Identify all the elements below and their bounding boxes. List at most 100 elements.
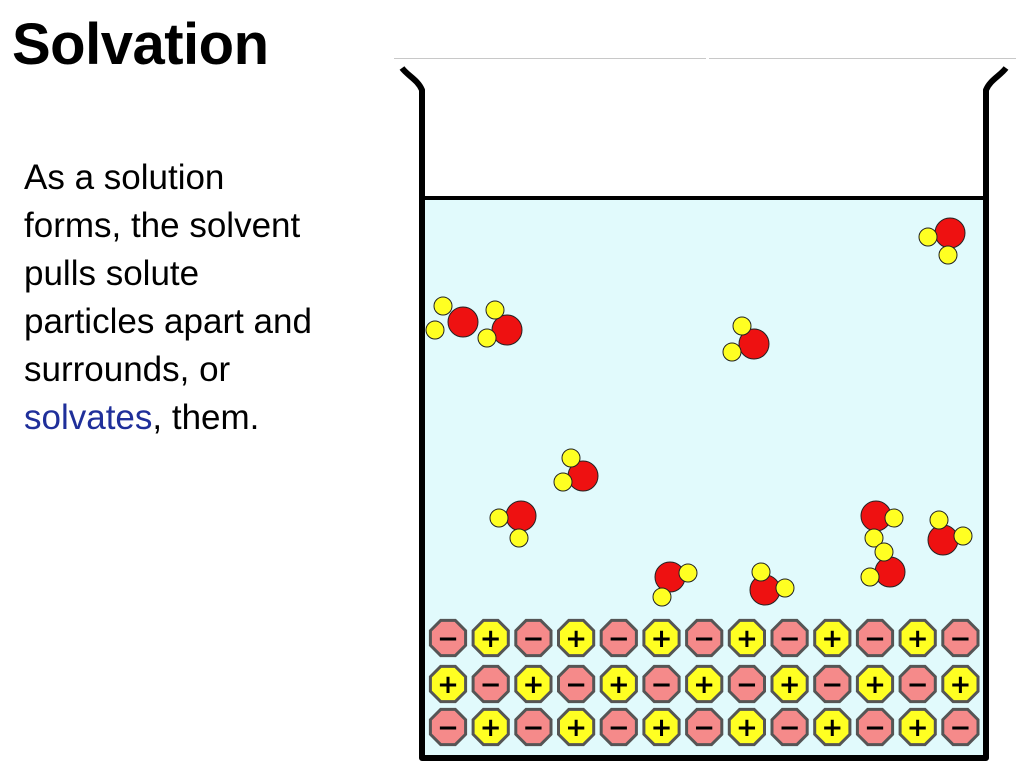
positive-ion: + xyxy=(898,707,937,747)
ion-body xyxy=(770,664,809,704)
hydrogen-atom xyxy=(775,578,795,598)
plus-sign-icon: + xyxy=(821,624,843,654)
ion-body xyxy=(557,664,596,704)
water-molecule xyxy=(553,448,599,492)
body-text-end: , them. xyxy=(152,398,260,437)
plus-sign-icon: + xyxy=(437,670,459,700)
water-molecule xyxy=(425,296,479,340)
positive-ion: + xyxy=(599,664,638,704)
minus-sign-icon: − xyxy=(565,670,587,700)
ion-body xyxy=(428,664,468,704)
water-molecule xyxy=(860,542,906,588)
ion-body xyxy=(941,664,980,704)
water-molecule xyxy=(477,300,523,348)
positive-ion: + xyxy=(428,664,468,704)
ion-body xyxy=(428,618,468,658)
water-molecules xyxy=(425,217,973,607)
negative-ion: − xyxy=(642,664,681,704)
ion-body xyxy=(514,618,553,658)
hydrogen-atom xyxy=(425,320,445,340)
negative-ion: − xyxy=(770,707,809,747)
plus-sign-icon: + xyxy=(480,624,502,654)
plus-sign-icon: + xyxy=(736,713,758,743)
hydrogen-atom xyxy=(860,567,880,587)
oxygen-atom xyxy=(874,556,906,588)
ion-body xyxy=(855,707,895,747)
ion-body xyxy=(599,707,638,747)
positive-ion: + xyxy=(855,664,895,704)
minus-sign-icon: − xyxy=(608,624,630,654)
minus-sign-icon: − xyxy=(950,624,972,654)
slide-title: Solvation xyxy=(12,12,269,77)
minus-sign-icon: − xyxy=(651,670,673,700)
solvates-term: solvates xyxy=(24,398,153,437)
ion-body xyxy=(557,618,596,658)
minus-sign-icon: − xyxy=(864,624,886,654)
hydrogen-atom xyxy=(489,508,509,528)
plus-sign-icon: + xyxy=(693,670,715,700)
plus-sign-icon: + xyxy=(907,713,929,743)
ion-body xyxy=(685,664,724,704)
oxygen-atom xyxy=(934,217,966,249)
hydrogen-atom xyxy=(732,316,752,336)
ion-body xyxy=(770,618,809,658)
ion-body xyxy=(685,707,724,747)
oxygen-atom xyxy=(447,306,479,338)
minus-sign-icon: − xyxy=(608,713,630,743)
negative-ion: − xyxy=(941,618,980,658)
ion-body xyxy=(471,664,510,704)
ion-body xyxy=(727,707,766,747)
ion-body xyxy=(557,707,596,747)
ion-body xyxy=(514,707,553,747)
ion-body xyxy=(514,664,553,704)
water-molecule xyxy=(722,316,770,362)
negative-ion: − xyxy=(813,664,852,704)
negative-ion: − xyxy=(514,707,553,747)
hydrogen-atom xyxy=(433,296,453,316)
minus-sign-icon: − xyxy=(523,713,545,743)
oxygen-atom xyxy=(491,314,523,346)
water-molecule xyxy=(918,217,966,265)
ion-body xyxy=(428,707,468,747)
slide-body-text: As a solution forms, the solvent pulls s… xyxy=(24,154,324,442)
negative-ion: − xyxy=(471,664,510,704)
positive-ion: + xyxy=(642,707,681,747)
hydrogen-atom xyxy=(678,563,698,583)
hydrogen-atom xyxy=(652,587,672,607)
minus-sign-icon: − xyxy=(480,670,502,700)
minus-sign-icon: − xyxy=(736,670,758,700)
ion-body xyxy=(642,618,681,658)
minus-sign-icon: − xyxy=(437,713,459,743)
positive-ion: + xyxy=(813,618,852,658)
plus-sign-icon: + xyxy=(565,713,587,743)
ion-body xyxy=(813,707,852,747)
hydrogen-atom xyxy=(874,542,894,562)
plus-sign-icon: + xyxy=(864,670,886,700)
oxygen-atom xyxy=(927,524,959,556)
ion-body xyxy=(727,664,766,704)
plus-sign-icon: + xyxy=(821,713,843,743)
body-text-main: As a solution forms, the solvent pulls s… xyxy=(24,158,312,389)
water-molecule xyxy=(860,500,904,548)
negative-ion: − xyxy=(855,707,895,747)
negative-ion: − xyxy=(557,664,596,704)
negative-ion: − xyxy=(770,618,809,658)
positive-ion: + xyxy=(514,664,553,704)
hydrogen-atom xyxy=(477,328,497,348)
positive-ion: + xyxy=(941,664,980,704)
oxygen-atom xyxy=(505,500,537,532)
ion-body xyxy=(855,664,895,704)
oxygen-atom xyxy=(738,328,770,360)
plus-sign-icon: + xyxy=(608,670,630,700)
minus-sign-icon: − xyxy=(523,624,545,654)
plus-sign-icon: + xyxy=(565,624,587,654)
water-molecule xyxy=(749,562,795,606)
water-molecule xyxy=(652,561,698,607)
negative-ion: − xyxy=(941,707,980,747)
negative-ion: − xyxy=(898,664,937,704)
ion-body xyxy=(813,664,852,704)
ion-body xyxy=(941,707,980,747)
water-fill xyxy=(425,198,983,758)
hydrogen-atom xyxy=(918,227,938,247)
minus-sign-icon: − xyxy=(907,670,929,700)
